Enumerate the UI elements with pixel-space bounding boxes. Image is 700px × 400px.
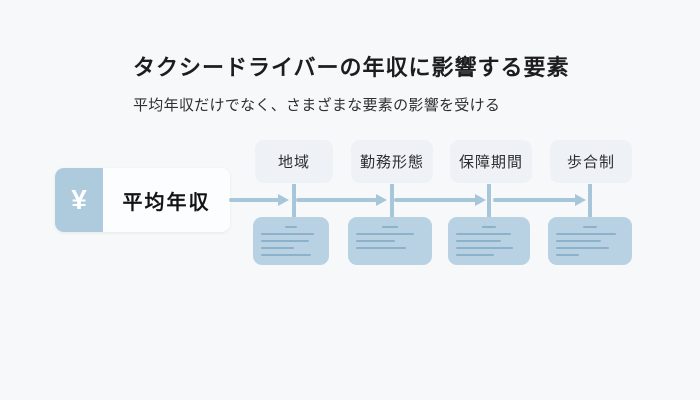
arrow-right-icon bbox=[575, 194, 586, 206]
factor-detail-box bbox=[348, 217, 432, 265]
flow-line-segment bbox=[229, 198, 279, 202]
flow-line-segment bbox=[493, 198, 576, 202]
connector-line bbox=[292, 184, 296, 218]
arrow-right-icon bbox=[475, 194, 486, 206]
flow-line-segment bbox=[296, 198, 377, 202]
connector-line bbox=[487, 184, 491, 218]
page-title: タクシードライバーの年収に影響する要素 bbox=[133, 55, 570, 80]
factor-label-commission: 歩合制 bbox=[550, 140, 632, 183]
factor-detail-box bbox=[448, 217, 530, 265]
connector-line bbox=[390, 184, 394, 218]
arrow-right-icon bbox=[376, 194, 387, 206]
page-subtitle: 平均年収だけでなく、さまざまな要素の影響を受ける bbox=[133, 97, 501, 114]
flow-line-segment bbox=[394, 198, 476, 202]
factor-detail-box bbox=[548, 217, 632, 265]
connector-line bbox=[588, 184, 592, 218]
factor-detail-box bbox=[253, 217, 329, 265]
arrow-right-icon bbox=[278, 194, 289, 206]
average-income-card: ¥ 平均年収 bbox=[55, 168, 230, 232]
factor-label-work-style: 勤務形態 bbox=[351, 140, 433, 183]
factor-label-region: 地域 bbox=[255, 140, 333, 183]
average-income-label: 平均年収 bbox=[103, 168, 230, 232]
yen-icon: ¥ bbox=[55, 168, 103, 232]
factor-label-guarantee-period: 保障期間 bbox=[450, 140, 532, 183]
